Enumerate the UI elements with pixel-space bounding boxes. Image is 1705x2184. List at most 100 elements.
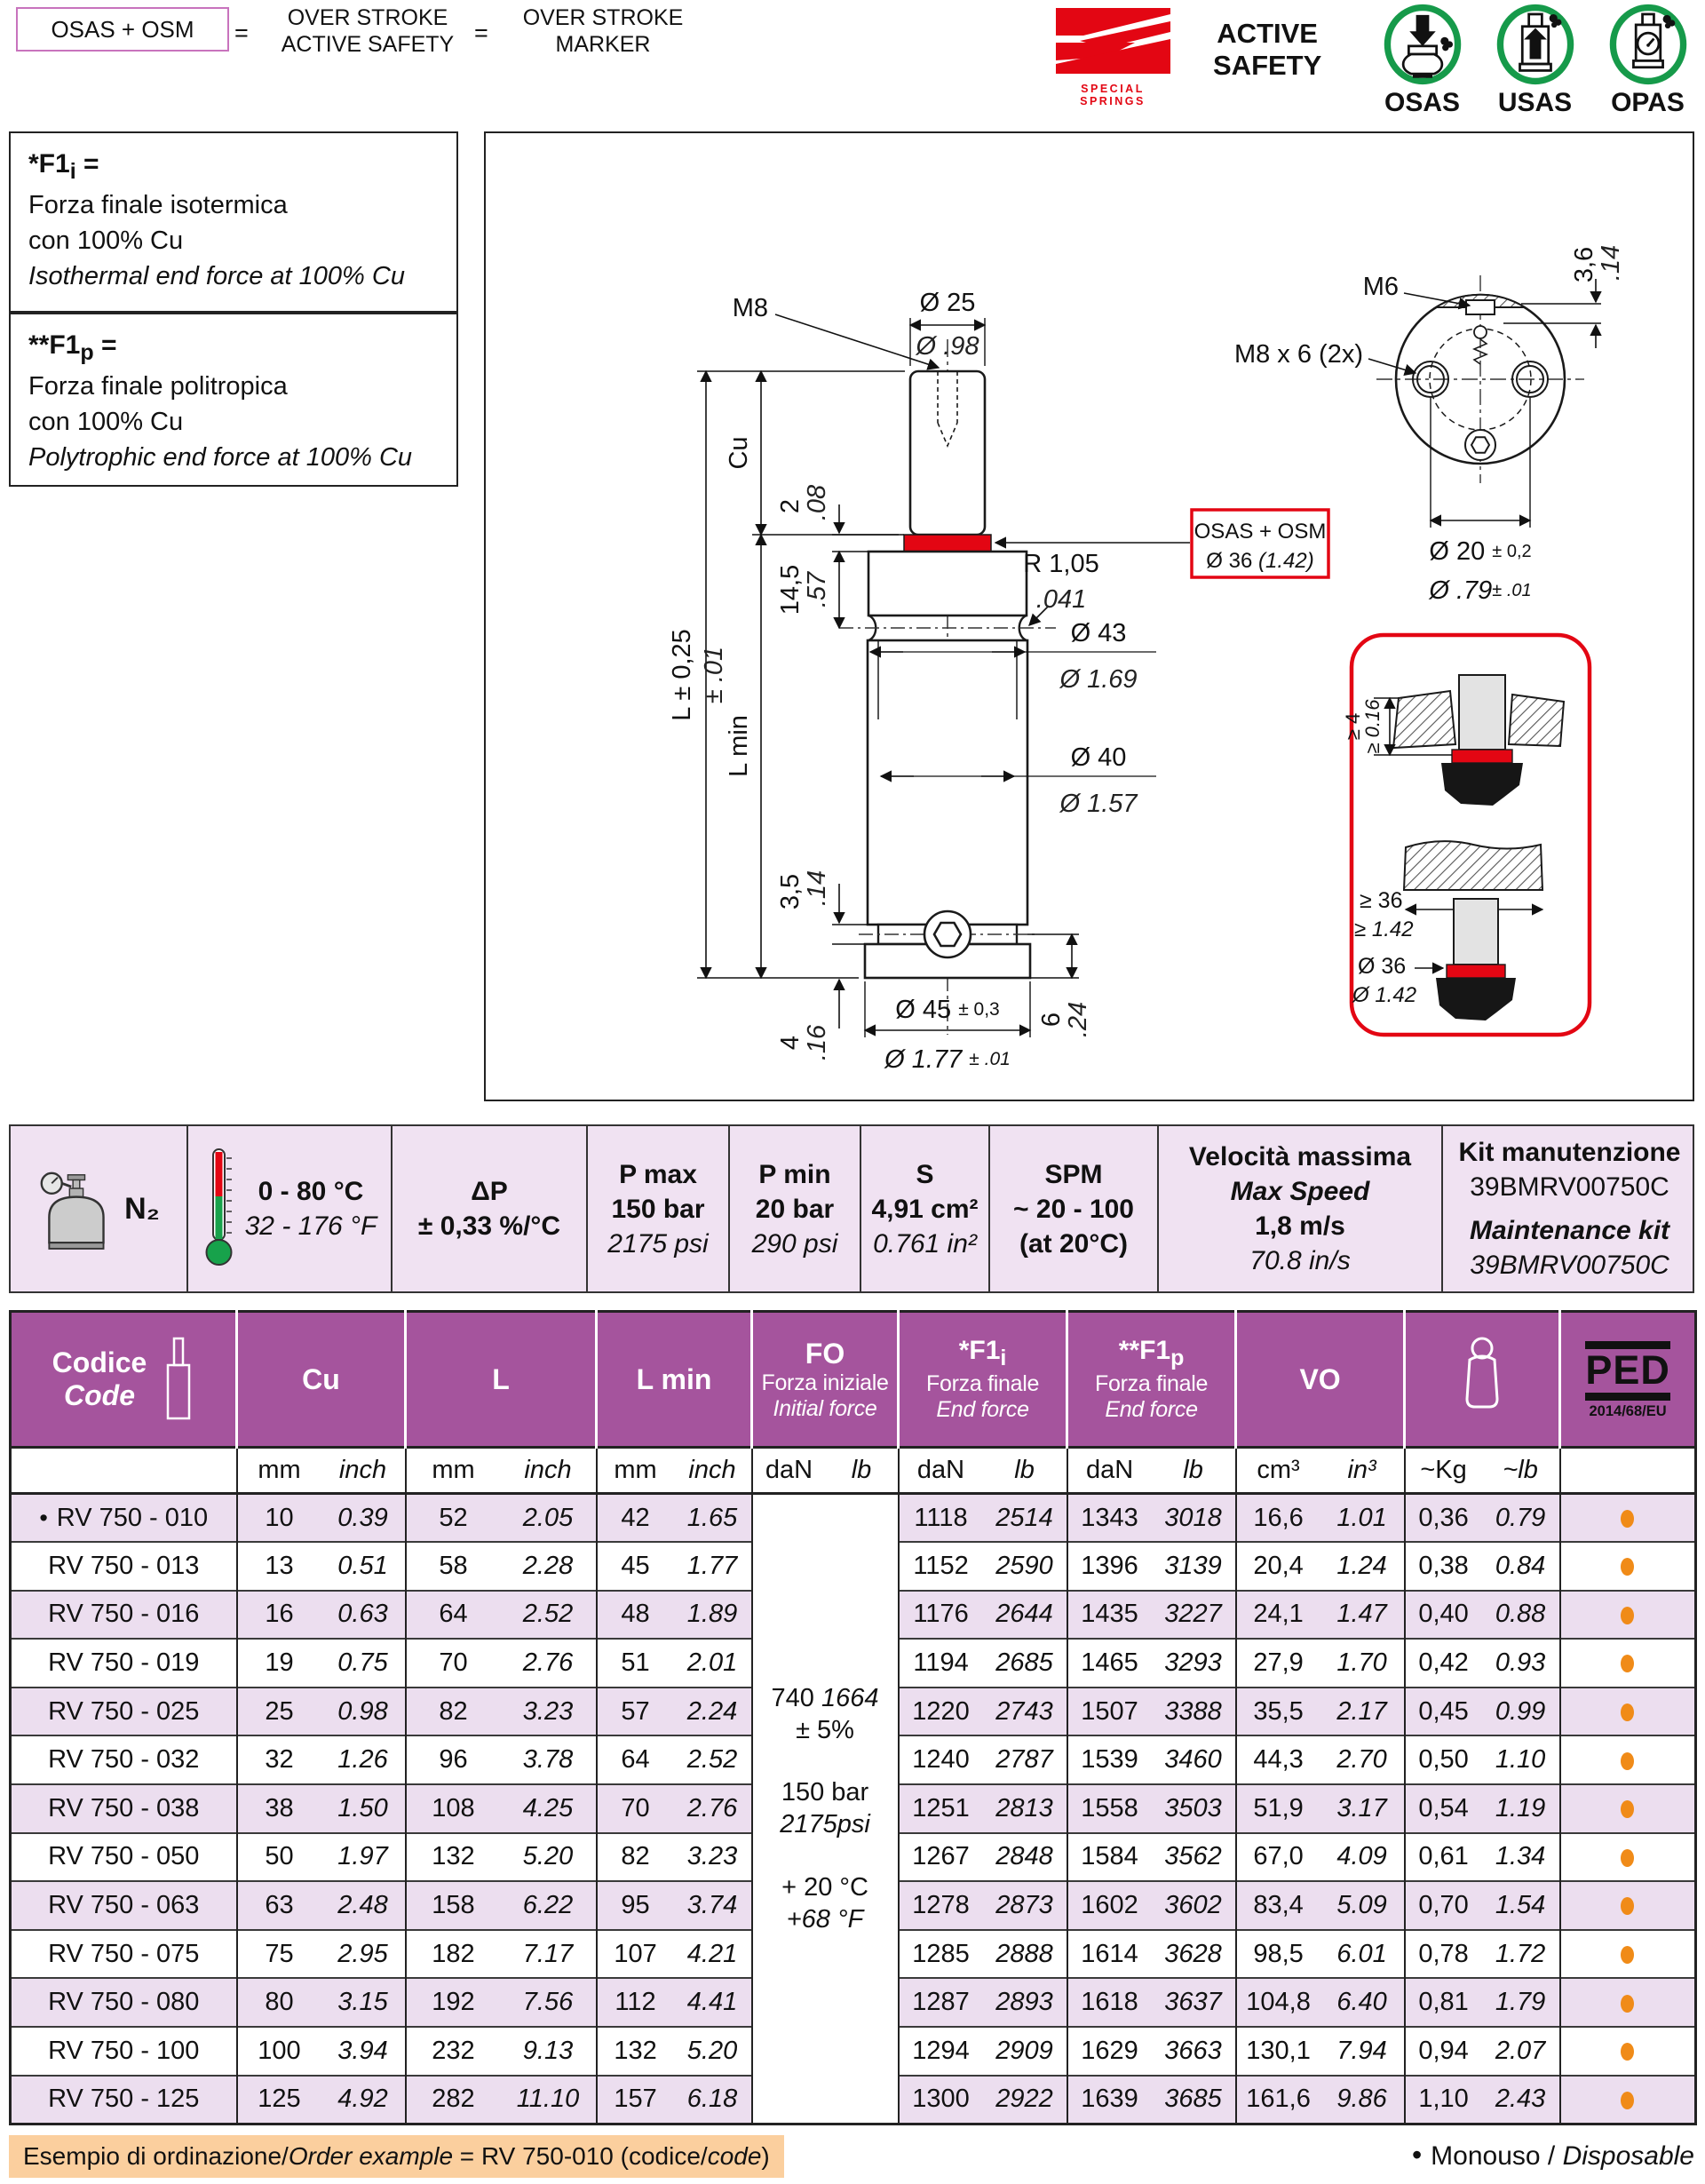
m8-hole-left [1412,361,1449,398]
fo-label-en: Initial force [773,1395,877,1421]
cell-weight-metric: 0,45 [1403,1687,1482,1736]
cell-cu-mm: 13 [235,1542,321,1591]
active-safety-line: ACTIVE [1217,18,1318,49]
fill-valve [923,909,972,959]
inset-dim-ge36: ≥ 36 [1360,888,1402,913]
dim-2-inch: .08 [803,485,831,520]
dim-d43: Ø 43 [1071,619,1127,647]
header-ped: PED 2014/68/EU [1558,1311,1696,1448]
cell-f1p-metric: 1435 [1066,1590,1152,1640]
dimension-lines [700,314,1190,1036]
cell-f1p-metric: 1584 [1066,1832,1152,1882]
product-code: RV 750 - 050 [48,1842,200,1871]
definition-line: OVER STROKE [522,5,684,30]
order-example-code-en: code [707,2142,762,2170]
cell-weight-metric: 0,40 [1403,1590,1482,1640]
cell-f1p-imperial: 3388 [1151,1687,1236,1736]
disposable-dot [1621,1558,1635,1576]
cell-lmin-inch: 2.24 [673,1687,752,1736]
cell-f1i-imperial: 2922 [982,2075,1067,2124]
header-vo: VO [1234,1311,1405,1448]
cell-weight-metric: 0,38 [1403,1542,1482,1591]
cell-vo-imperial: 9.86 [1320,2075,1405,2124]
cell-vo-metric: 67,0 [1234,1832,1320,1882]
temp-fahrenheit: 32 - 176 °F [244,1211,377,1241]
dim-145: 14,5 [776,565,805,615]
kit-code-1: 39BMRV00750C [1470,1172,1669,1202]
cell-l-inch: 7.56 [500,1978,597,2028]
osas-figure: OSAS [1366,4,1479,118]
cell-f1p-metric: 1602 [1066,1881,1152,1930]
cell-lmin-inch: 4.41 [673,1978,752,2028]
unit-dan: daN [1066,1446,1152,1495]
usas-figure: USAS [1479,4,1591,118]
header-fo: FO Forza iniziale Initial force [750,1311,899,1448]
cell-cu-inch: 2.48 [321,1881,406,1930]
cell-f1i-imperial: 2743 [982,1687,1067,1736]
dim-r105: R 1,05 [1023,550,1098,578]
osas-osm-box: OSAS + OSM [16,7,229,52]
active-safety-title: ACTIVE SAFETY [1213,18,1321,81]
cell-l-mm: 232 [404,2027,501,2076]
cell-vo-metric: 130,1 [1234,2027,1320,2076]
order-example: Esempio di ordinazione/Order example = R… [9,2135,784,2178]
cell-l-inch: 2.52 [500,1590,597,1640]
cell-lmin-mm: 51 [595,1639,674,1688]
cell-code: RV 750 - 038 [10,1784,237,1833]
cell-weight-metric: 0,61 [1403,1832,1482,1882]
f1i-line-en: Isothermal end force at 100% Cu [28,261,405,290]
spec-spm: SPM ~ 20 - 100 (at 20°C) [990,1126,1159,1291]
f1i-note: *F1i = Forza finale isotermica con 100% … [9,131,458,313]
cell-vo-metric: 27,9 [1234,1639,1320,1688]
cell-f1i-imperial: 2787 [995,1745,1053,1775]
fo-psi: 2175psi [780,1810,870,1839]
cell-f1i-imperial: 2888 [995,1939,1053,1968]
inset-dim-ge4-inch: ≥ 0.16 [1361,699,1384,754]
disposable-it: Monouso / [1431,2141,1563,2171]
weight-icon [1465,1337,1499,1409]
nitrogen-bottle-icon [40,1171,105,1250]
cell-vo-metric: 24,1 [1234,1590,1320,1640]
definition-line: OVER STROKE [287,5,448,30]
dim-l-inch: ± .01 [700,647,728,703]
dim-36-inch: .14 [1597,245,1625,281]
dim-d45: Ø 45 ± 0,3 [895,996,1000,1024]
cell-lmin-inch: 1.89 [673,1590,752,1640]
cell-vo-imperial: 4.09 [1336,1842,1387,1871]
cell-vo-imperial: 2.70 [1336,1745,1387,1775]
unit-kg: ~Kg [1403,1446,1482,1495]
cell-vo-imperial: 5.09 [1320,1881,1405,1930]
cell-weight-metric: 0,78 [1403,1929,1482,1979]
order-example-it: Esempio di ordinazione/ [23,2142,289,2170]
cell-code: RV 750 - 025 [10,1687,237,1736]
cell-code: RV 750 - 063 [10,1881,237,1930]
cell-f1i-imperial: 2685 [995,1648,1053,1678]
disposable-dot [1621,2043,1635,2061]
f1i-line-cu: con 100% Cu [28,226,184,255]
dim-145-inch: .57 [803,570,831,608]
cell-f1i-imperial: 2909 [995,2036,1053,2065]
cell-l-inch: 3.23 [500,1687,597,1736]
n2-label: N₂ [124,1191,160,1226]
cell-l-mm: 52 [404,1493,501,1543]
units-blank [10,1446,237,1495]
cell-cu-mm: 16 [235,1590,321,1640]
product-table-wrap: Codice Code Cu L L min FO [9,1310,1698,2125]
cell-f1i-imperial: 2514 [982,1493,1067,1543]
f1i-label-it: Forza finale [926,1371,1040,1396]
disposable-dot [1621,1897,1635,1916]
opas-icon [1609,4,1686,85]
spring-symbol [1471,338,1489,365]
cell-f1i-metric: 1267 [897,1832,983,1882]
cell-cu-mm: 32 [235,1735,321,1785]
f1i-title: *F1i = [28,149,99,184]
cell-f1i-metric: 1176 [897,1590,983,1640]
unit-dan: daN [750,1446,826,1495]
cell-f1i-metric: 1294 [897,2027,983,2076]
cell-cu-inch: 0.98 [321,1687,406,1736]
over-stroke-active-safety-definition: OVER STROKE ACTIVE SAFETY [265,5,471,58]
